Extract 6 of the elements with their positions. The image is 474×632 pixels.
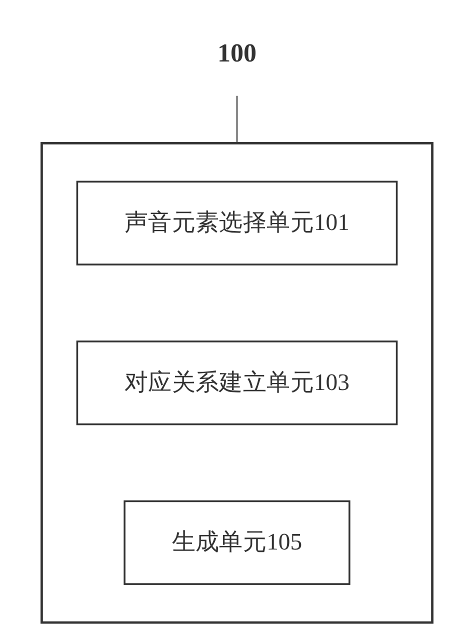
connector [236,96,238,144]
cluster [40,142,434,624]
node-text: 100 [217,38,257,68]
node-box: 对应关系建立单元103 [76,340,398,426]
node-box: 声音元素选择单元101 [76,180,398,266]
node-box: 生成单元105 [124,500,350,585]
